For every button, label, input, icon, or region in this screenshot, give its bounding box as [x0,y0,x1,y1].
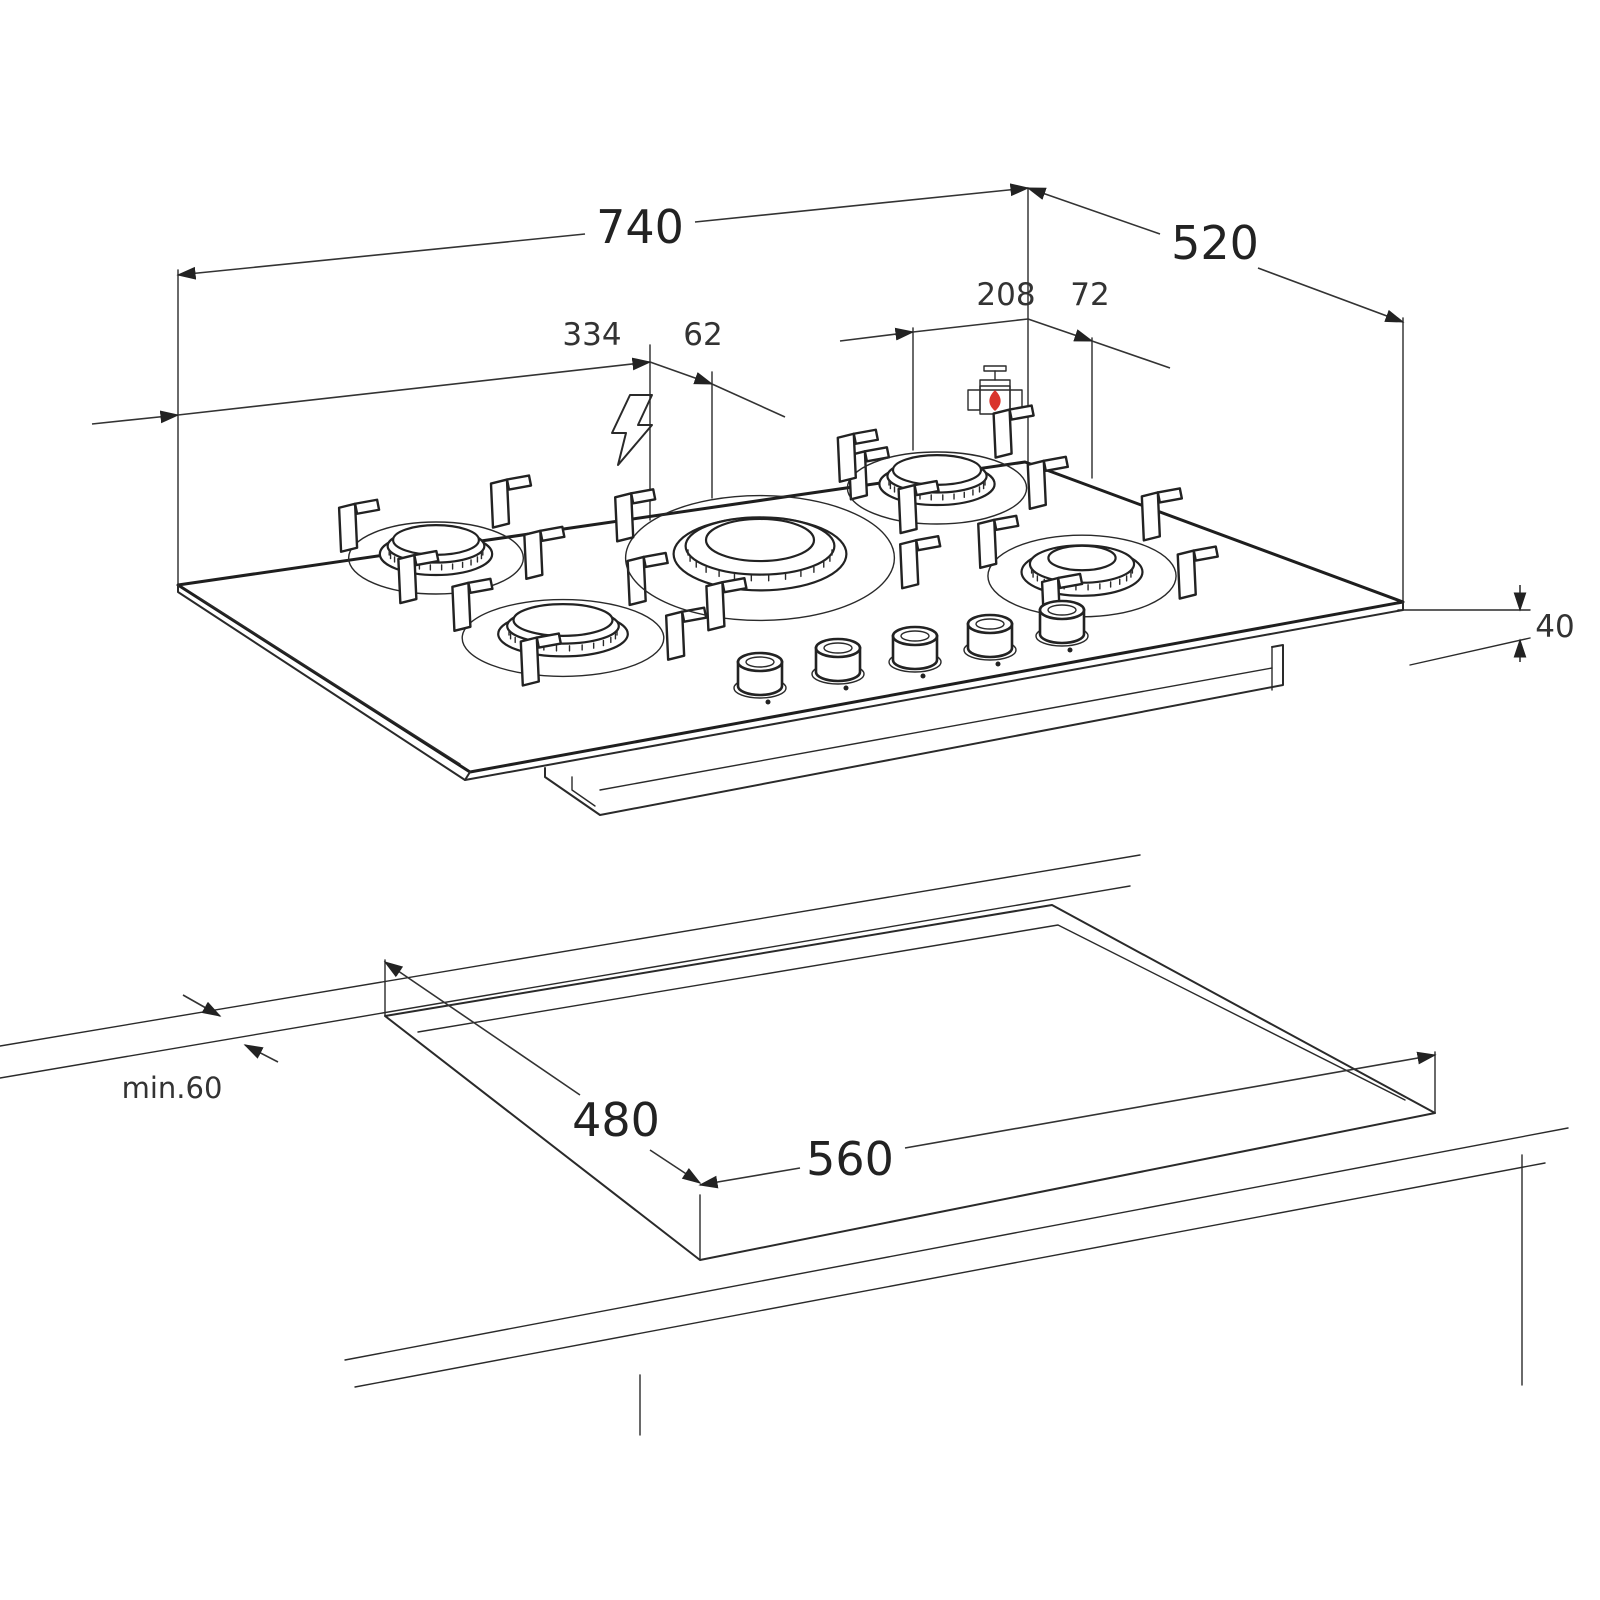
dimension-electric-y-label: 62 [683,317,722,353]
control-knob [733,651,787,705]
hob-body [176,460,1405,816]
dimension-cutout-width-label: 560 [806,1132,894,1186]
dimension-height-label: 40 [1535,609,1574,645]
burner-center-wok [614,446,942,632]
dimension-min-edge-label: min.60 [122,1071,223,1105]
control-knob [811,637,865,691]
dimension-width-label: 740 [596,200,684,254]
burners [337,404,1219,687]
dimension-gas-y: 72 [1027,277,1171,369]
burner-front-left [451,551,708,687]
dimension-depth: 520 [1026,187,1405,323]
dimension-depth-label: 520 [1171,216,1259,270]
control-knobs [733,599,1089,705]
dimension-height: 40 [1513,585,1575,662]
dimension-cutout-depth-label: 480 [572,1093,660,1147]
hob-drawing: 740 520 334 62 208 7 [91,183,1575,816]
dimension-cutout-width: 560 [698,1051,1437,1189]
dimension-width: 740 [176,183,1030,280]
control-knob [963,613,1017,667]
extension-lines [177,187,1531,666]
burner-rear-left [337,474,566,605]
dimension-gas-y-label: 72 [1070,277,1109,313]
dimension-cutout-depth: 480 [383,961,702,1184]
dimension-gas-x: 208 [839,277,1036,342]
countertop-drawing: 480 560 min.60 [0,854,1569,1436]
dimension-electric-x: 334 [91,317,652,425]
control-knob [888,625,942,679]
control-knob [1035,599,1089,653]
dimension-electric-x-label: 334 [562,317,621,353]
gas-valve-icon [967,365,1023,415]
dimension-gas-x-label: 208 [976,277,1035,313]
dimension-electric-y: 62 [649,317,786,418]
dimension-min-edge: min.60 [122,994,279,1105]
lightning-bolt-icon [611,394,653,466]
burner-right-small [977,487,1219,628]
burner-rear-right [836,404,1069,535]
